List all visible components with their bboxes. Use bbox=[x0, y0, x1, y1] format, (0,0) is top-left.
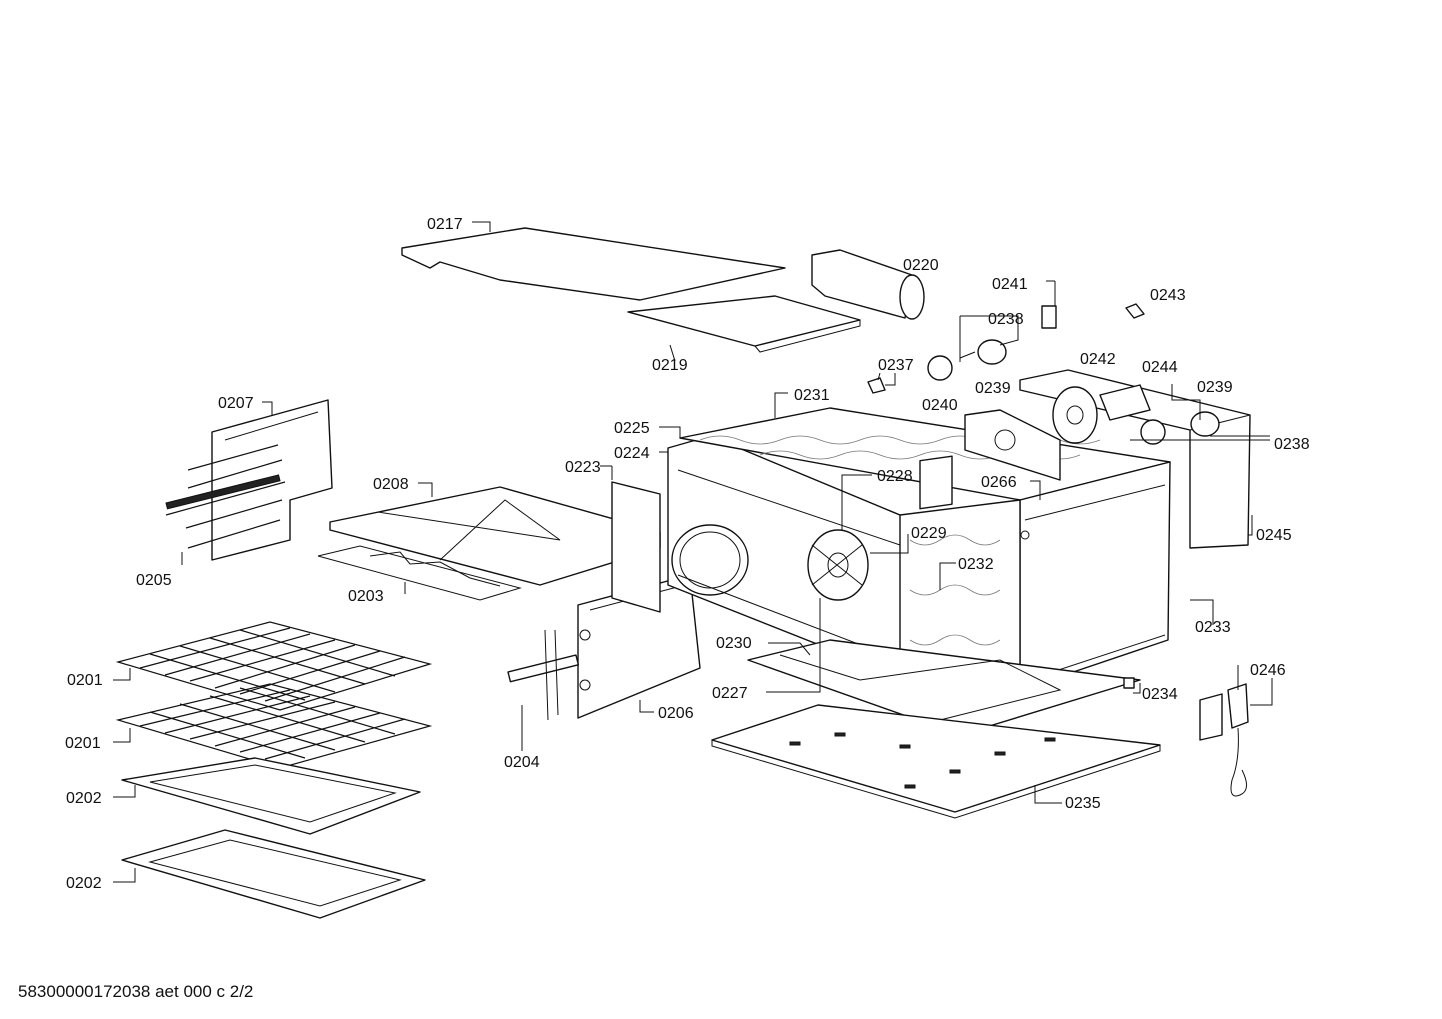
lamp-assembly-left bbox=[927, 339, 1007, 381]
label-0243: 0243 bbox=[1150, 287, 1186, 304]
label-0228: 0228 bbox=[877, 468, 913, 485]
bottom-heater-element bbox=[317, 545, 522, 601]
label-0242: 0242 bbox=[1080, 351, 1116, 368]
rear-insulation-panel bbox=[964, 409, 1061, 481]
document-id: 58300000172038 aet 000 c 2/2 bbox=[18, 982, 254, 1001]
label-0239-right: 0239 bbox=[1197, 379, 1233, 396]
label-0245: 0245 bbox=[1256, 527, 1292, 544]
top-cover-panel bbox=[401, 227, 786, 301]
base-plate bbox=[711, 704, 1161, 819]
cooling-fan-tube bbox=[811, 249, 925, 320]
temperature-sensor bbox=[867, 377, 886, 394]
label-0244: 0244 bbox=[1142, 359, 1178, 376]
label-0234: 0234 bbox=[1142, 686, 1178, 703]
label-0205: 0205 bbox=[136, 572, 172, 589]
label-0266: 0266 bbox=[981, 474, 1017, 491]
label-0235: 0235 bbox=[1065, 795, 1101, 812]
label-0237: 0237 bbox=[878, 357, 914, 374]
label-0232: 0232 bbox=[958, 556, 994, 573]
label-0202-lower: 0202 bbox=[66, 875, 102, 892]
label-0202-upper: 0202 bbox=[66, 790, 102, 807]
label-0206: 0206 bbox=[658, 705, 694, 722]
door-switch bbox=[1041, 305, 1057, 329]
label-0223: 0223 bbox=[565, 459, 601, 476]
label-0227: 0227 bbox=[712, 685, 748, 702]
rear-fan-motor bbox=[1052, 384, 1151, 444]
oven-cavity-insulated bbox=[679, 407, 1171, 695]
label-0231: 0231 bbox=[794, 387, 830, 404]
oven-rack-upper bbox=[115, 621, 433, 711]
convection-fan bbox=[807, 529, 869, 601]
part-labels: 0217 0220 0219 0241 0243 0238 0237 0242 … bbox=[65, 216, 1310, 892]
label-0238-right: 0238 bbox=[1274, 436, 1310, 453]
label-0219: 0219 bbox=[652, 357, 688, 374]
left-side-rail-panel bbox=[165, 399, 333, 561]
label-0239-left: 0239 bbox=[975, 380, 1011, 397]
label-0204: 0204 bbox=[504, 754, 540, 771]
front-frame bbox=[611, 435, 913, 671]
label-0240: 0240 bbox=[922, 397, 958, 414]
baking-tray-lower bbox=[121, 829, 426, 919]
label-0229: 0229 bbox=[911, 525, 947, 542]
label-0246: 0246 bbox=[1250, 662, 1286, 679]
label-0238-top: 0238 bbox=[988, 311, 1024, 328]
label-0207: 0207 bbox=[218, 395, 254, 412]
base-clip bbox=[1123, 677, 1135, 689]
power-cord bbox=[1199, 683, 1249, 797]
oven-rack-lower bbox=[115, 683, 433, 769]
label-0201-lower: 0201 bbox=[65, 735, 101, 752]
label-0241: 0241 bbox=[992, 276, 1028, 293]
label-0233: 0233 bbox=[1195, 619, 1231, 636]
lamp-assembly-right bbox=[1140, 411, 1220, 445]
label-0220: 0220 bbox=[903, 257, 939, 274]
side-panel-with-runners bbox=[507, 574, 701, 721]
label-0208: 0208 bbox=[373, 476, 409, 493]
label-0203: 0203 bbox=[348, 588, 384, 605]
label-0230: 0230 bbox=[716, 635, 752, 652]
label-0224: 0224 bbox=[614, 445, 650, 462]
top-tray bbox=[627, 295, 861, 353]
baking-tray-upper bbox=[121, 757, 421, 835]
label-0201-upper: 0201 bbox=[67, 672, 103, 689]
leader-lines bbox=[113, 221, 1273, 883]
cavity-floor-cover bbox=[329, 486, 661, 586]
label-0225: 0225 bbox=[614, 420, 650, 437]
label-0217: 0217 bbox=[427, 216, 463, 233]
mounting-clip bbox=[1125, 303, 1145, 319]
